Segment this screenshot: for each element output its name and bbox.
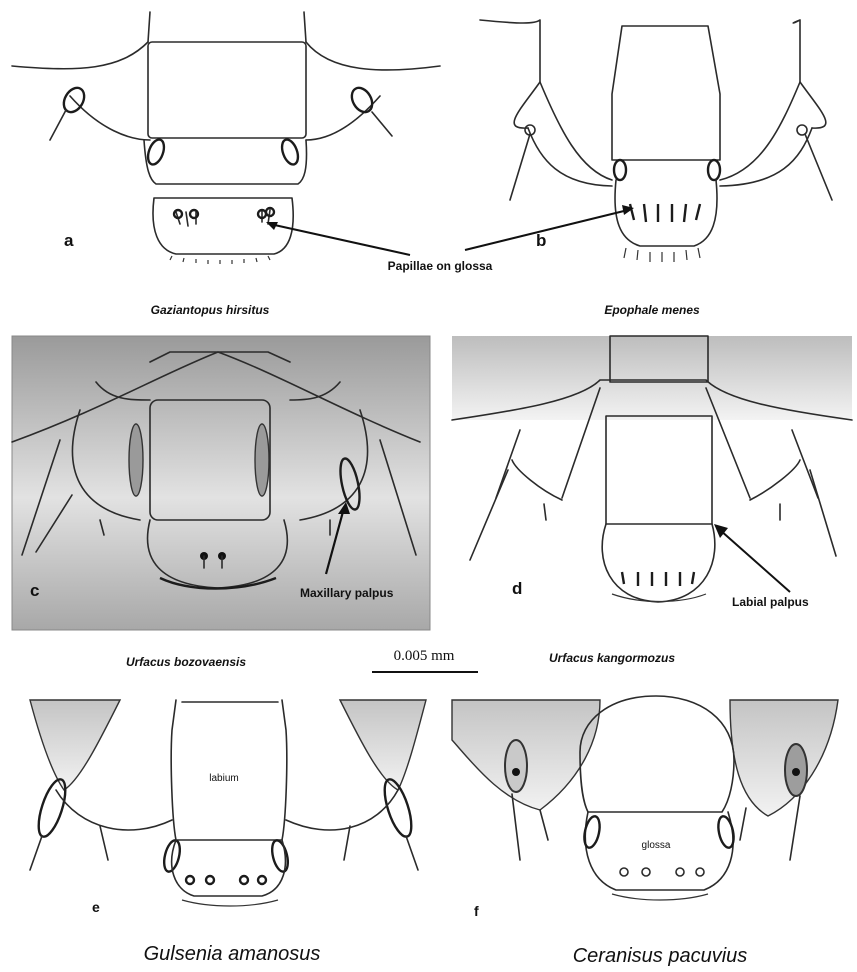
panel-d-species: Urfacus kangormozus — [549, 651, 675, 665]
panel-e-letter: e — [92, 899, 100, 915]
panel-e-drawing — [30, 700, 426, 906]
maxillary-label: Maxillary palpus — [300, 586, 394, 600]
panel-d-drawing — [452, 336, 852, 602]
panel-d-letter: d — [512, 579, 522, 598]
glossa-label: glossa — [642, 840, 671, 851]
labial-arrow — [720, 530, 790, 592]
panel-a-letter: a — [64, 231, 74, 250]
papillae-label: Papillae on glossa — [388, 259, 493, 273]
panel-c-species: Urfacus bozovaensis — [126, 655, 246, 669]
panel-f-letter: f — [474, 903, 479, 919]
panel-f-species: Ceranisus pacuvius — [573, 945, 748, 967]
panel-b-letter: b — [536, 231, 546, 250]
panel-e-species: Gulsenia amanosus — [144, 943, 321, 965]
scale-bar-label: 0.005 mm — [394, 648, 455, 664]
labial-label: Labial palpus — [732, 595, 809, 609]
papillae-arrows — [266, 205, 634, 255]
panel-a-drawing — [12, 12, 440, 264]
panel-f-drawing — [452, 696, 838, 900]
panel-a-species: Gaziantopus hirsitus — [151, 303, 270, 317]
panel-b-species: Epophale menes — [604, 303, 700, 317]
labium-label: labium — [209, 773, 238, 784]
panel-c-letter: c — [30, 581, 39, 600]
panel-b-drawing — [480, 20, 832, 262]
